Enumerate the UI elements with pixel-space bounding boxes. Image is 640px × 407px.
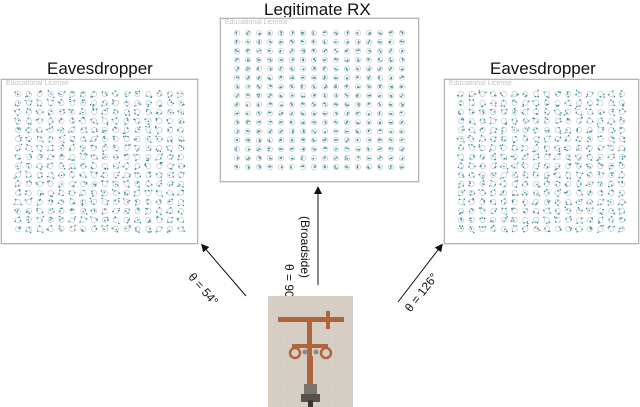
center-broadside-label: (Broadside) xyxy=(298,216,312,278)
antenna-photo-icon xyxy=(268,296,353,407)
